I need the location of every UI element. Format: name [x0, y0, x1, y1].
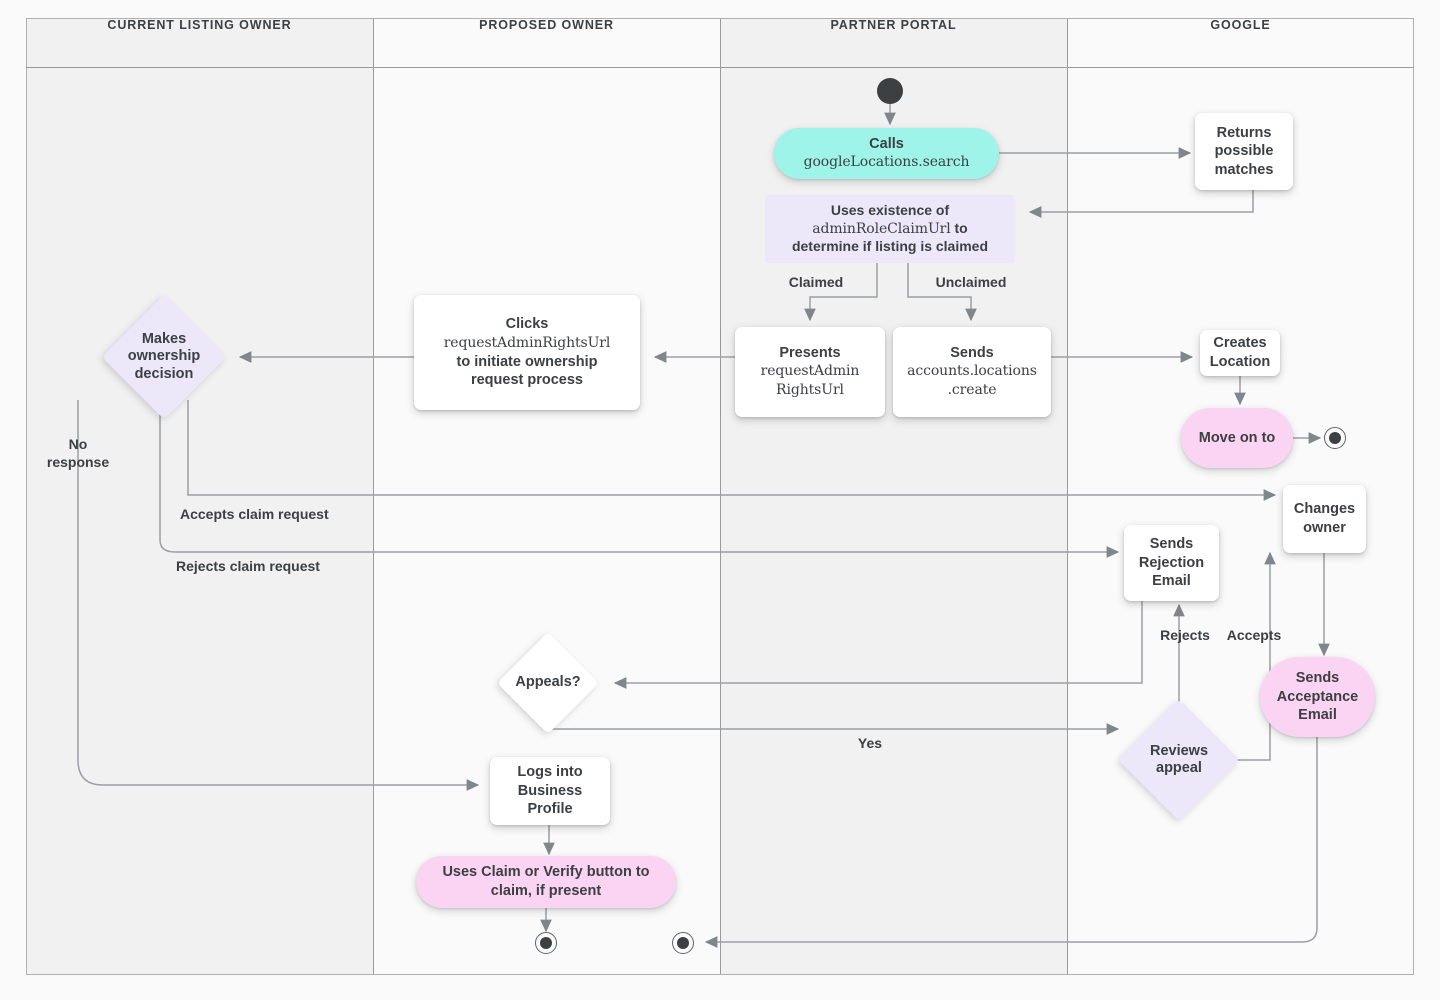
decision-makes-ownership-decision[interactable]: Makes ownership decision — [101, 294, 227, 420]
edge-acceptance-email-to-partner-end — [704, 737, 1318, 948]
lane-divider-1 — [373, 19, 374, 974]
node-presents-line3: RightsUrl — [776, 382, 844, 399]
edge-label-yes: Yes — [857, 735, 883, 751]
end-node-partner-portal — [672, 932, 694, 954]
edge-rejects-claim-to-rejection-email — [159, 400, 1120, 558]
edge-label-unclaimed: Unclaimed — [935, 274, 1007, 290]
node-clicks-line2: requestAdminRightsUrl — [443, 334, 611, 351]
edge-uses-existence-claimed — [804, 263, 878, 322]
node-sends-create-line2: accounts.locations — [907, 363, 1037, 380]
node-logs-into-business-profile-label: Logs into Business Profile — [517, 764, 583, 818]
node-uses-existence-line2: adminRoleClaimUrl — [812, 220, 951, 237]
edge-label-rejects: Rejects — [1160, 627, 1210, 643]
node-returns-possible-matches[interactable]: Returns possible matches — [1195, 113, 1293, 190]
node-clicks-line3: to initiate ownership — [456, 353, 598, 370]
decision-appeals-label: Appeals? — [515, 674, 581, 691]
node-sends-create-line3: .create — [947, 382, 997, 399]
swimlane-header-row — [26, 18, 1414, 68]
edge-appeals-yes-to-reviews — [548, 718, 1120, 735]
node-presents-request-admin-rights-url[interactable]: Presents requestAdmin RightsUrl — [735, 327, 885, 417]
end-node-proposed-owner — [535, 932, 557, 954]
node-uses-existence-admin-role-claim-url[interactable]: Uses existence of adminRoleClaimUrl to d… — [765, 195, 1015, 263]
lane-title-current-listing-owner: Current Listing Owner — [107, 18, 292, 32]
node-clicks-line4: request process — [470, 372, 583, 389]
edge-label-accepts-claim-request: Accepts claim request — [180, 506, 329, 522]
node-logs-into-business-profile[interactable]: Logs into Business Profile — [490, 757, 610, 825]
lane-divider-2 — [720, 19, 721, 974]
node-sends-acceptance-email[interactable]: Sends Acceptance Email — [1260, 657, 1375, 737]
edge-accepts-claim-to-changes-owner — [187, 400, 1277, 501]
node-sends-rejection-email[interactable]: Sends Rejection Email — [1124, 525, 1219, 601]
lane-body-current-listing-owner — [27, 19, 373, 974]
edge-no-response-to-logs-in — [77, 400, 480, 791]
edge-reviews-accepts-to-changes-owner — [1234, 551, 1276, 761]
node-creates-location[interactable]: Creates Location — [1200, 330, 1280, 376]
node-changes-owner-label: Changes owner — [1293, 501, 1356, 536]
node-move-on-to-label: Move on to — [1198, 429, 1276, 446]
node-presents-line1: Presents — [779, 344, 841, 361]
node-calls-google-locations-search[interactable]: Calls googleLocations.search — [774, 128, 999, 179]
edge-rejection-email-to-appeals — [613, 601, 1143, 689]
node-uses-existence-line1: Uses existence of — [830, 201, 950, 218]
node-calls-line2: googleLocations.search — [803, 154, 970, 171]
decision-appeals[interactable]: Appeals? — [497, 632, 599, 734]
lane-divider-3 — [1067, 19, 1068, 974]
node-sends-acceptance-email-label: Sends Acceptance Email — [1276, 670, 1359, 724]
node-clicks-request-admin-rights-url[interactable]: Clicks requestAdminRightsUrl to initiate… — [414, 295, 640, 410]
decision-reviews-appeal-label: Reviews appeal — [1149, 742, 1209, 776]
node-uses-existence-line4: determine if listing is claimed — [791, 238, 989, 255]
node-uses-existence-line3: to — [950, 219, 968, 236]
lane-title-proposed-owner: Proposed Owner — [479, 18, 614, 32]
decision-reviews-appeal[interactable]: Reviews appeal — [1118, 699, 1240, 821]
end-node-google — [1324, 427, 1346, 449]
node-sends-rejection-email-label: Sends Rejection Email — [1138, 536, 1205, 590]
node-changes-owner[interactable]: Changes owner — [1283, 485, 1366, 553]
edge-label-rejects-claim-request: Rejects claim request — [176, 558, 320, 574]
edge-label-claimed: Claimed — [788, 274, 844, 290]
node-returns-label: Returns possible matches — [1214, 124, 1274, 178]
node-calls-line1: Calls — [869, 135, 904, 152]
node-clicks-line1: Clicks — [505, 316, 549, 333]
edge-returns-to-uses-existence — [1028, 190, 1254, 218]
node-move-on-to[interactable]: Move on to — [1181, 408, 1293, 468]
lane-title-google: Google — [1210, 18, 1271, 32]
lane-title-partner-portal: Partner Portal — [830, 18, 957, 32]
start-node-partner-portal — [877, 78, 903, 104]
decision-makes-ownership-decision-label: Makes ownership decision — [127, 330, 201, 382]
node-sends-create-line1: Sends — [950, 344, 994, 361]
node-sends-accounts-locations-create[interactable]: Sends accounts.locations .create — [893, 327, 1051, 417]
node-presents-line2: requestAdmin — [760, 363, 860, 380]
edge-label-no-response: No response — [46, 436, 110, 470]
edge-uses-existence-unclaimed — [907, 263, 977, 322]
node-uses-claim-or-verify-button[interactable]: Uses Claim or Verify button to claim, if… — [416, 856, 676, 908]
edge-label-accepts: Accepts — [1226, 627, 1282, 643]
node-uses-claim-or-verify-button-label: Uses Claim or Verify button to claim, if… — [442, 864, 650, 899]
node-creates-location-label: Creates Location — [1209, 335, 1271, 370]
